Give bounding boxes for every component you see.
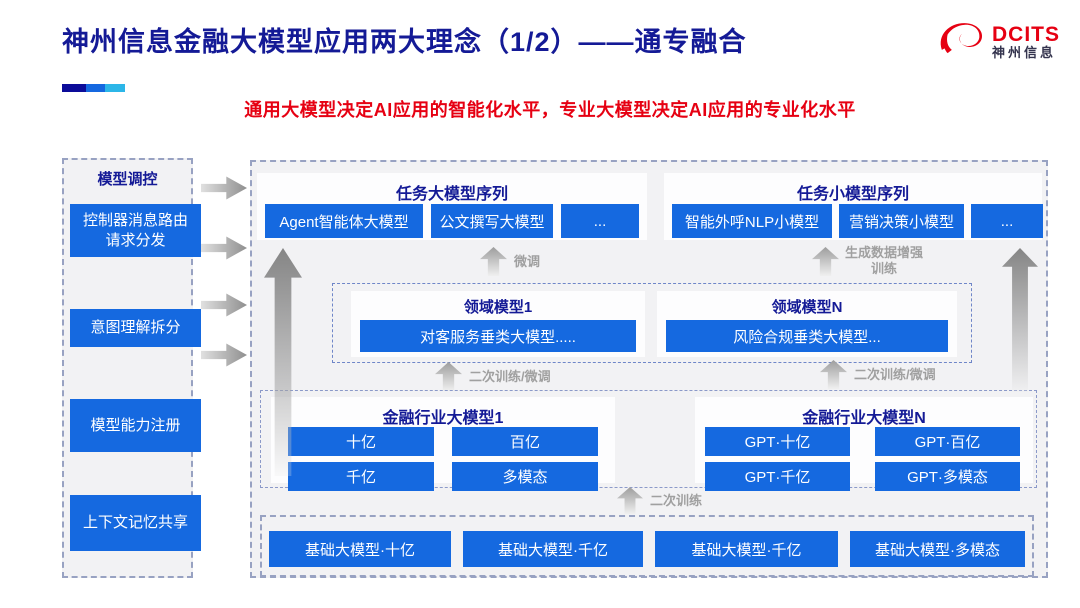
- up-arrow-icon: [820, 360, 847, 389]
- scale-chip-100b: 千亿: [288, 462, 434, 491]
- scale-chip-gpt-multimodal: GPT·多模态: [875, 462, 1020, 491]
- page-title: 神州信息金融大模型应用两大理念（1/2）——通专融合: [62, 27, 747, 57]
- panel-industry-model-n: 金融行业大模型N GPT·十亿 GPT·百亿 GPT·千亿 GPT·多模态: [695, 397, 1033, 491]
- label-secondary-training-finetune-left: 二次训练/微调: [469, 369, 551, 384]
- button-grid: GPT·十亿 GPT·百亿 GPT·千亿 GPT·多模态: [705, 427, 1020, 491]
- model-chip-agent: Agent智能体大模型: [265, 204, 423, 238]
- up-arrow-icon: [480, 247, 507, 276]
- scale-chip-gpt-1b: GPT·十亿: [705, 427, 850, 456]
- industry-models-box: 金融行业大模型1 十亿 百亿 千亿 多模态 金融行业大模型N GPT·十亿 GP…: [260, 390, 1037, 491]
- logo-brand: DCITS: [992, 22, 1060, 46]
- right-arrow-icon: [201, 293, 247, 317]
- model-chip-customer-service: 对客服务垂类大模型.....: [360, 320, 636, 352]
- base-models-box: 基础大模型·十亿 基础大模型·千亿 基础大模型·千亿 基础大模型·多模态: [260, 515, 1034, 577]
- up-arrow-tall-icon: [1002, 248, 1038, 392]
- model-chip-ellipsis: ...: [561, 204, 639, 238]
- accent-bar-segment: [62, 84, 86, 92]
- button-row: 基础大模型·十亿 基础大模型·千亿 基础大模型·千亿 基础大模型·多模态: [269, 531, 1025, 567]
- panel-domain-model-n: 领域模型N 风险合规垂类大模型...: [657, 291, 957, 357]
- up-arrow-icon: [435, 362, 462, 391]
- dcits-swirl-icon: [936, 18, 986, 65]
- right-arrow-icon: [201, 176, 247, 200]
- logo-text: DCITS 神州信息: [992, 22, 1060, 60]
- scale-chip-gpt-100b: GPT·千亿: [705, 462, 850, 491]
- scale-chip-gpt-10b: GPT·百亿: [875, 427, 1020, 456]
- accent-bar-segment: [105, 84, 125, 92]
- label-secondary-training: 二次训练: [650, 493, 703, 508]
- logo-company: 神州信息: [992, 44, 1057, 60]
- up-arrow-icon: [617, 487, 643, 514]
- slide-subtitle: 通用大模型决定AI应用的智能化水平，专业大模型决定AI应用的专业化水平: [244, 100, 856, 120]
- scale-chip-1b: 十亿: [288, 427, 434, 456]
- panel-domain-model-1: 领域模型1 对客服务垂类大模型.....: [351, 291, 645, 357]
- base-model-chip-100b-2: 基础大模型·千亿: [655, 531, 838, 567]
- up-arrow-icon: [812, 247, 839, 276]
- right-arrow-icon: [201, 343, 247, 367]
- panel-title: 领域模型N: [771, 299, 843, 316]
- button-row: Agent智能体大模型 公文撰写大模型 ...: [265, 204, 639, 238]
- button-row: 智能外呼NLP小模型 营销决策小模型 ...: [672, 204, 1043, 238]
- domain-models-box: 领域模型1 对客服务垂类大模型..... 领域模型N 风险合规垂类大模型...: [332, 283, 972, 363]
- sidebar-item-capability-register: 模型能力注册: [70, 399, 201, 452]
- base-model-chip-100b: 基础大模型·千亿: [463, 531, 643, 567]
- accent-bar-segment: [86, 84, 105, 92]
- accent-bar: [62, 84, 125, 92]
- scale-chip-10b: 百亿: [452, 427, 598, 456]
- base-model-chip-multimodal: 基础大模型·多模态: [850, 531, 1025, 567]
- model-chip-ellipsis: ...: [971, 204, 1043, 238]
- sidebar-model-control: 模型调控 控制器消息路由请求分发 意图理解拆分 模型能力注册 上下文记忆共享: [62, 158, 201, 578]
- label-secondary-training-finetune-right: 二次训练/微调: [854, 367, 936, 382]
- dcits-logo: DCITS 神州信息: [936, 18, 1060, 65]
- sidebar-item-context-memory: 上下文记忆共享: [70, 495, 201, 551]
- sidebar-item-intent-split: 意图理解拆分: [70, 309, 201, 347]
- model-chip-document-writing: 公文撰写大模型: [431, 204, 553, 238]
- diagram-container: 任务大模型序列 Agent智能体大模型 公文撰写大模型 ... 任务小模型序列 …: [250, 160, 1048, 578]
- panel-task-small-models: 任务小模型序列 智能外呼NLP小模型 营销决策小模型 ...: [664, 173, 1043, 240]
- scale-chip-multimodal: 多模态: [452, 462, 598, 491]
- panel-industry-model-1: 金融行业大模型1 十亿 百亿 千亿 多模态: [271, 397, 615, 491]
- panel-task-large-models: 任务大模型序列 Agent智能体大模型 公文撰写大模型 ...: [257, 173, 647, 240]
- model-chip-risk-compliance: 风险合规垂类大模型...: [666, 320, 948, 352]
- panel-title: 金融行业大模型1: [382, 410, 504, 427]
- right-arrow-icon: [201, 236, 247, 260]
- label-gen-data-training: 生成数据增强训练: [844, 245, 923, 276]
- model-chip-marketing-decision: 营销决策小模型: [839, 204, 964, 238]
- sidebar-title: 模型调控: [97, 171, 158, 188]
- sidebar-item-message-routing: 控制器消息路由请求分发: [70, 204, 201, 257]
- panel-title: 领域模型1: [463, 299, 533, 316]
- base-model-chip-1b: 基础大模型·十亿: [269, 531, 451, 567]
- button-grid: 十亿 百亿 千亿 多模态: [288, 427, 598, 491]
- panel-title: 金融行业大模型N: [802, 410, 926, 427]
- panel-title: 任务大模型序列: [395, 186, 508, 203]
- model-chip-outbound-nlp: 智能外呼NLP小模型: [672, 204, 832, 238]
- label-finetune: 微调: [514, 254, 541, 269]
- panel-title: 任务小模型序列: [796, 186, 909, 203]
